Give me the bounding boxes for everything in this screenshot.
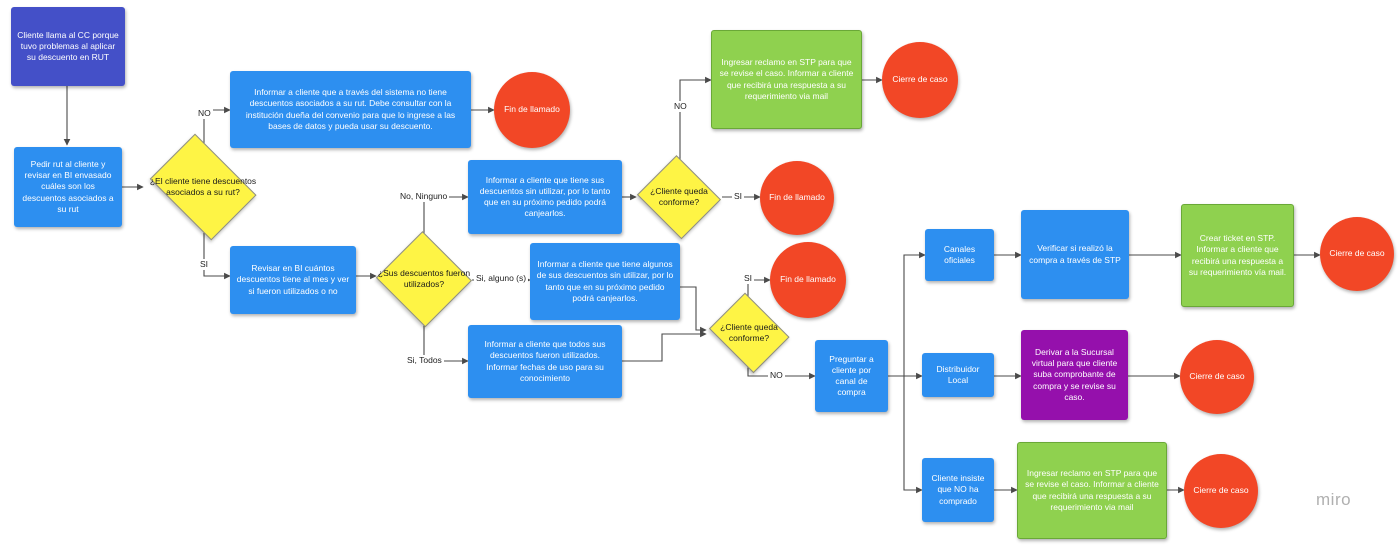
edge-preguntar-to-canales bbox=[888, 251, 926, 377]
action-crear-ticket-stp[interactable]: Crear ticket en STP. Informar a cliente … bbox=[1181, 204, 1294, 307]
miro-watermark: miro bbox=[1316, 490, 1352, 509]
edge-preguntar-to-insiste bbox=[888, 375, 923, 494]
decision-cliente-conforme[interactable]: ¿Cliente queda conforme? bbox=[706, 298, 792, 368]
node-text: Pedir rut al cliente y revisar en BI env… bbox=[22, 158, 114, 214]
edge-label-si: SI bbox=[742, 273, 755, 284]
terminator-cierre-caso[interactable]: Cierre de caso bbox=[882, 42, 958, 118]
edge-label-si: SI bbox=[198, 259, 211, 270]
node-text: Revisar en BI cuántos descuentos tiene a… bbox=[236, 263, 350, 296]
action-ingresar-reclamo-stp[interactable]: Ingresar reclamo en STP para que se revi… bbox=[711, 30, 862, 129]
edge-q-tiene-si bbox=[203, 231, 231, 280]
node-text: ¿Cliente queda conforme? bbox=[720, 321, 778, 343]
edge-label-no-ninguno: No, Ninguno bbox=[398, 191, 450, 202]
edge-todos-to-q-conforme-2 bbox=[622, 330, 707, 362]
node-text: Cierre de caso bbox=[892, 74, 948, 85]
node-text: Preguntar a cliente por canal de compra bbox=[829, 353, 874, 398]
node-text: Fin de llamado bbox=[504, 104, 560, 115]
node-text: Ingresar reclamo en STP para que se revi… bbox=[719, 57, 854, 101]
node-text: Ingresar reclamo en STP para que se revi… bbox=[1025, 468, 1159, 512]
terminator-cierre-caso[interactable]: Cierre de caso bbox=[1320, 217, 1394, 291]
process-canales-oficiales[interactable]: Canales oficiales bbox=[925, 229, 994, 281]
node-text: Canales oficiales bbox=[943, 243, 976, 265]
process-informar-algunos[interactable]: Informar a cliente que tiene algunos de … bbox=[530, 243, 680, 320]
action-derivar-sucursal[interactable]: Derivar a la Sucursal virtual para que c… bbox=[1021, 330, 1128, 420]
process-revisar-bi[interactable]: Revisar en BI cuántos descuentos tiene a… bbox=[230, 246, 356, 314]
edge-label-no: NO bbox=[768, 370, 785, 381]
edge-label-si: SI bbox=[732, 191, 745, 202]
node-text: Informar a cliente que tiene algunos de … bbox=[536, 259, 674, 303]
decision-tiene-descuentos[interactable]: ¿El cliente tiene descuentos asociados a… bbox=[143, 143, 263, 231]
terminator-cierre-caso[interactable]: Cierre de caso bbox=[1180, 340, 1254, 414]
edge-label-no: NO bbox=[196, 108, 213, 119]
process-informar-sin-utilizar[interactable]: Informar a cliente que tiene sus descuen… bbox=[468, 160, 622, 234]
node-text: Cierre de caso bbox=[1193, 485, 1249, 496]
node-text: Cierre de caso bbox=[1329, 248, 1385, 259]
node-text: Fin de llamado bbox=[780, 274, 836, 285]
node-text: Cliente insiste que NO ha comprado bbox=[931, 473, 985, 506]
process-informar-no-tiene[interactable]: Informar a cliente que a través del sist… bbox=[230, 71, 471, 148]
edge-q-conforme-no bbox=[679, 76, 712, 159]
terminator-fin-llamado[interactable]: Fin de llamado bbox=[760, 161, 834, 235]
decision-cliente-conforme[interactable]: ¿Cliente queda conforme? bbox=[636, 159, 722, 235]
node-text: Derivar a la Sucursal virtual para que c… bbox=[1031, 346, 1118, 402]
edge-label-si-todos: Si, Todos bbox=[405, 355, 444, 366]
node-text: Informar a cliente que a través del sist… bbox=[245, 87, 456, 131]
node-text: Informar a cliente que todos sus descuen… bbox=[484, 339, 606, 383]
node-text: Fin de llamado bbox=[769, 192, 825, 203]
edge-q-utilizados-ninguno bbox=[423, 193, 469, 234]
node-text: Crear ticket en STP. Informar a cliente … bbox=[1188, 233, 1287, 277]
node-text: Verificar si realizó la compra a través … bbox=[1029, 243, 1121, 265]
node-text: Informar a cliente que tiene sus descuen… bbox=[479, 174, 611, 219]
process-verificar-stp[interactable]: Verificar si realizó la compra a través … bbox=[1021, 210, 1129, 299]
terminator-fin-llamado[interactable]: Fin de llamado bbox=[494, 72, 570, 148]
start-node[interactable]: Cliente llama al CC porque tuvo problema… bbox=[11, 7, 125, 86]
node-text: ¿Sus descuentos fueron utilizados? bbox=[377, 267, 471, 289]
terminator-cierre-caso[interactable]: Cierre de caso bbox=[1184, 454, 1258, 528]
process-pedir-rut[interactable]: Pedir rut al cliente y revisar en BI env… bbox=[14, 147, 122, 227]
node-text: Cierre de caso bbox=[1189, 371, 1245, 382]
process-cliente-insiste[interactable]: Cliente insiste que NO ha comprado bbox=[922, 458, 994, 522]
node-text: Cliente llama al CC porque tuvo problema… bbox=[17, 29, 119, 63]
process-distribuidor-local[interactable]: Distribuidor Local bbox=[922, 353, 994, 397]
node-text: ¿Cliente queda conforme? bbox=[650, 185, 708, 207]
decision-descuentos-utilizados[interactable]: ¿Sus descuentos fueron utilizados? bbox=[376, 234, 472, 324]
node-text: Distribuidor Local bbox=[936, 363, 980, 385]
terminator-fin-llamado[interactable]: Fin de llamado bbox=[770, 242, 846, 318]
node-text: ¿El cliente tiene descuentos asociados a… bbox=[149, 175, 257, 197]
process-informar-todos[interactable]: Informar a cliente que todos sus descuen… bbox=[468, 325, 622, 398]
edge-label-no: NO bbox=[672, 101, 689, 112]
process-preguntar-canal[interactable]: Preguntar a cliente por canal de compra bbox=[815, 340, 888, 412]
edge-label-si-alguno: Si, alguno (s) bbox=[474, 273, 529, 284]
action-ingresar-reclamo-stp[interactable]: Ingresar reclamo en STP para que se revi… bbox=[1017, 442, 1167, 539]
edge-algunos-to-q-conforme-2 bbox=[680, 286, 707, 334]
